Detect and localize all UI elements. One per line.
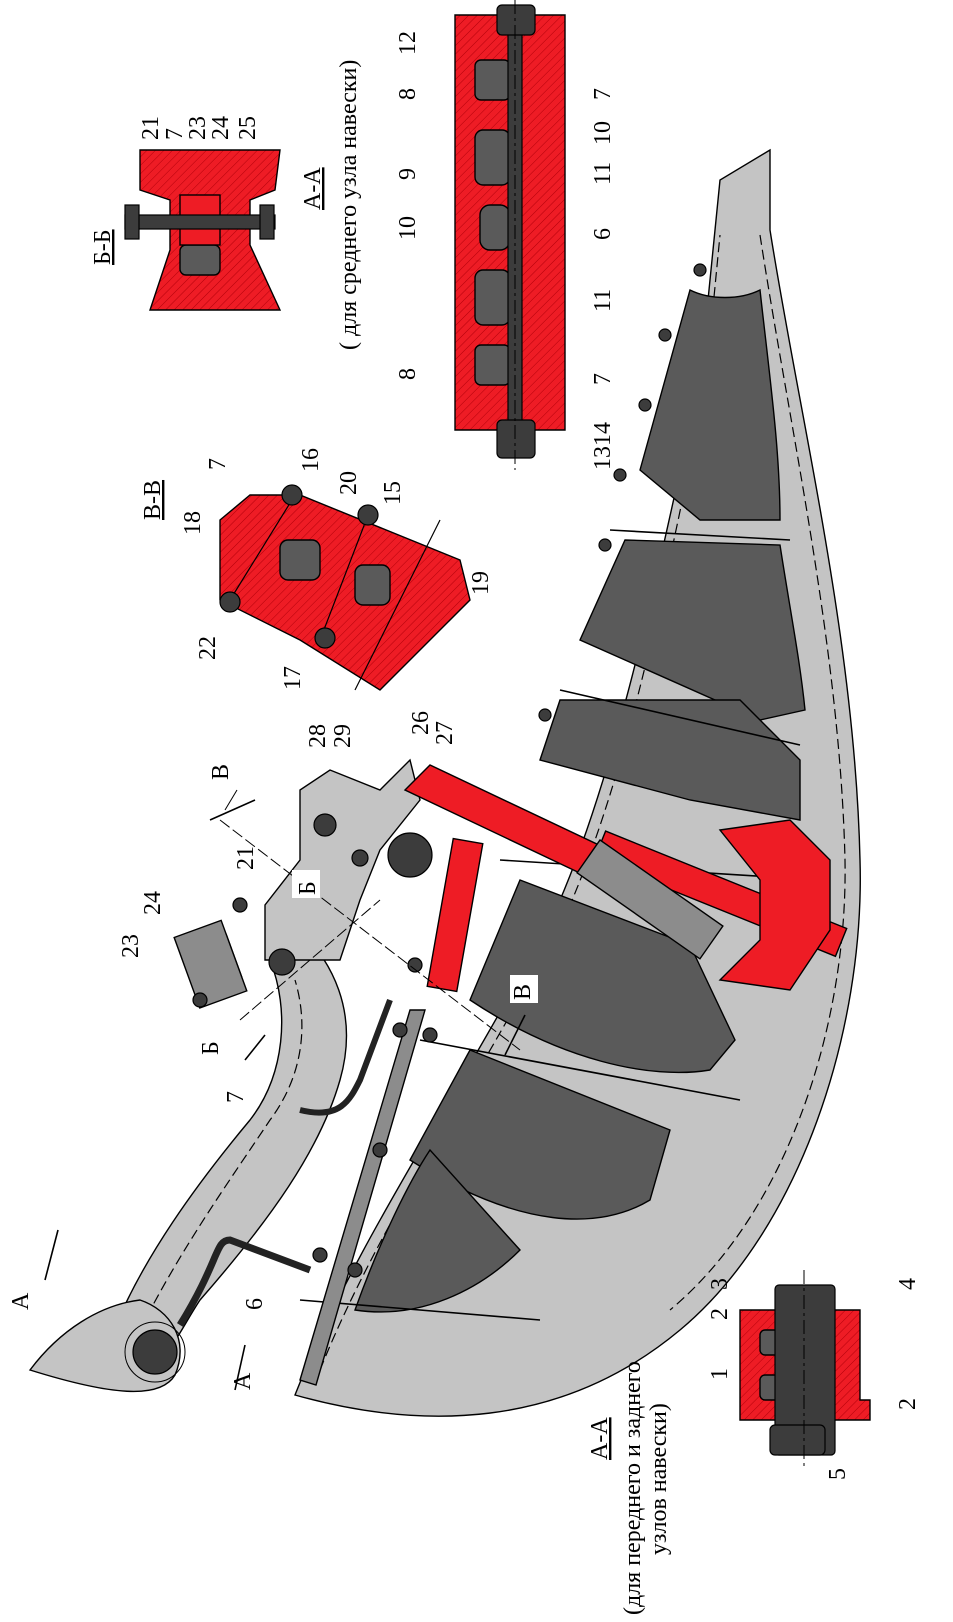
aa-label-8a: 8: [395, 88, 421, 100]
aa-front-caption: (для переднего и заднего: [620, 1361, 646, 1615]
aa-middle-caption: ( для среднего узла навески): [336, 60, 362, 350]
aa-label-11a: 11: [590, 162, 616, 185]
arm-pivot-ring: [124, 1321, 186, 1383]
vv-title: В-В: [140, 480, 166, 520]
vv-label-7: 7: [205, 458, 231, 470]
cut-line-v: [219, 819, 521, 1051]
label-29: 29: [330, 724, 356, 748]
label-v-top: В: [208, 764, 234, 780]
arrow-v-top: [209, 799, 256, 821]
view-aa-middle: 12 8 7 9 10 11 10 6 11 8 7 1314 А-А ( дл…: [300, 0, 616, 470]
front-bar: [299, 1009, 426, 1386]
arm-pivot-nut: [132, 1329, 178, 1375]
label-v-bottom: В: [510, 984, 536, 1000]
arrow-a-bottom: [234, 1344, 246, 1391]
nut-1314: [496, 419, 536, 459]
vv-label-20: 20: [336, 471, 362, 495]
aa-label-7a: 7: [590, 88, 616, 100]
upper-bracket: [264, 758, 421, 961]
label-26: 26: [408, 711, 434, 735]
arrow-b-bottom: [244, 1034, 266, 1061]
vv-label-22: 22: [195, 636, 221, 660]
aa-front-label-4: 4: [895, 1278, 921, 1290]
pocket-2: [579, 539, 806, 721]
strap-6: [177, 1236, 312, 1327]
aa-front-label-2b: 2: [895, 1398, 921, 1410]
bracket-bolt-small: [351, 849, 369, 867]
aa-front-label-1: 1: [707, 1368, 733, 1380]
bracket-bolt: [313, 813, 337, 837]
vv-label-15: 15: [380, 481, 406, 505]
label-28: 28: [305, 724, 331, 748]
view-bb: 21 7 23 24 25 Б-Б: [90, 116, 282, 311]
view-aa-front: 1 2 3 4 2 5 А-А (для переднего и заднего…: [587, 1270, 921, 1615]
label-box-v: [510, 975, 538, 1003]
rib: [419, 1039, 741, 1101]
main-view: 28 29 26 27 В В 21 24 23 Б Б 7 А А 6: [8, 148, 861, 1417]
pocket-4: [469, 879, 736, 1074]
arm-hidden-line: [139, 979, 303, 1331]
spring-knob: [387, 832, 433, 878]
arrow-v-bottom: [504, 1014, 526, 1056]
aa-label-11b: 11: [590, 289, 616, 312]
bb-label-7: 7: [162, 128, 188, 140]
cut-tick: [224, 789, 238, 811]
aa-front-title: А-А: [587, 1417, 613, 1460]
vv-label-18: 18: [180, 511, 206, 535]
label-7: 7: [223, 1091, 249, 1103]
aa-label-8b: 8: [395, 368, 421, 380]
arrow-a-top: [44, 1229, 59, 1281]
label-box-b: [292, 870, 320, 898]
aa-front-caption2: узлов навески): [646, 1403, 672, 1555]
vv-label-19: 19: [468, 571, 494, 595]
nut-12: [496, 4, 536, 36]
aa-label-6: 6: [590, 228, 616, 240]
aa-front-label-2a: 2: [707, 1308, 733, 1320]
label-27: 27: [432, 721, 458, 745]
vv-label-17: 17: [280, 666, 306, 690]
aa-label-10a: 10: [590, 121, 616, 145]
bb-label-21: 21: [138, 116, 164, 140]
aa-label-9: 9: [395, 168, 421, 180]
label-21: 21: [233, 846, 259, 870]
strap-upper: [299, 998, 393, 1116]
label-24: 24: [140, 891, 166, 915]
bb-title: Б-Б: [90, 229, 116, 265]
pocket-1: [639, 288, 781, 521]
pocket-6: [354, 1148, 521, 1313]
rib: [559, 689, 801, 746]
label-b-bottom: Б: [198, 1041, 224, 1055]
aa-label-12: 12: [395, 31, 421, 55]
spring-section: [403, 764, 848, 993]
detail-b-inline: [173, 897, 248, 1009]
label-23: 23: [118, 934, 144, 958]
label-6: 6: [242, 1298, 268, 1310]
cut-line-b: [239, 899, 381, 1021]
view-vv: 18 7 16 20 15 22 17 19 В-В: [140, 448, 494, 691]
aa-label-1314: 1314: [590, 422, 616, 470]
label-a-bottom: А: [230, 1372, 256, 1390]
bb-label-24: 24: [208, 116, 234, 140]
aa-front-label-3: 3: [707, 1278, 733, 1290]
label-b-top: Б: [295, 881, 321, 895]
bracket-bolt-lower: [268, 948, 296, 976]
label-a-top: А: [8, 1292, 34, 1310]
aa-label-7b: 7: [590, 373, 616, 385]
aa-front-nut: [769, 1424, 826, 1456]
bb-label-23: 23: [185, 116, 211, 140]
aa-middle-title: А-А: [300, 167, 326, 210]
arm-7: [109, 929, 348, 1371]
bb-label-25: 25: [235, 116, 261, 140]
vv-label-16: 16: [298, 448, 324, 472]
rib: [609, 529, 791, 541]
aa-label-10b: 10: [395, 216, 421, 240]
aa-front-label-5: 5: [825, 1468, 851, 1480]
